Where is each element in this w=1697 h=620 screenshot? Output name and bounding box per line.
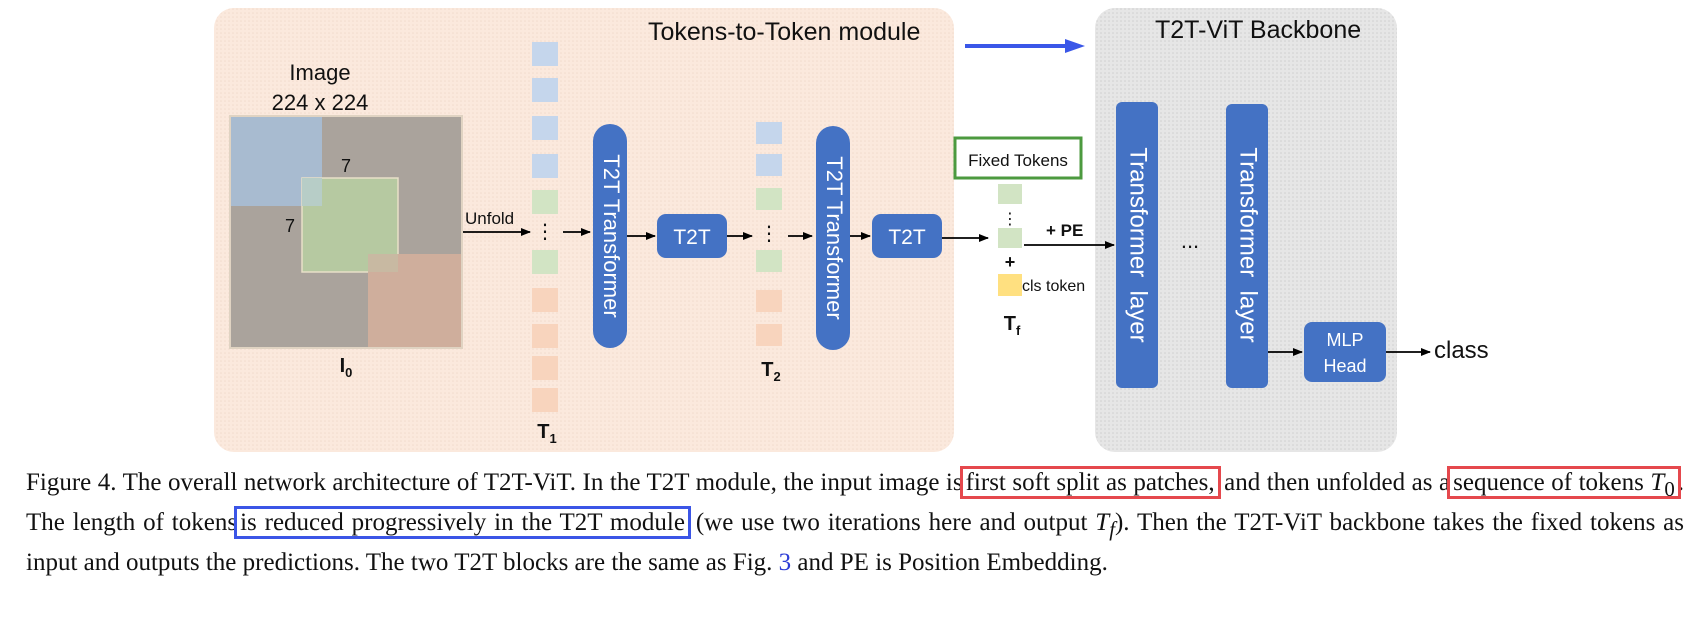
mlp-head <box>1304 322 1386 382</box>
t1-label: T1 <box>537 421 556 446</box>
t2t-block-2 <box>872 214 942 258</box>
t2t-block-label-1: T2T <box>673 226 711 249</box>
t2t-block-label-2: T2T <box>888 226 926 249</box>
fixed-tokens-box <box>953 136 1083 180</box>
svg-text:⋮: ⋮ <box>759 223 779 245</box>
t2t-transformer-label-1: T2T Transformer <box>599 154 624 317</box>
t2-label: T2 <box>761 359 780 384</box>
highlight-soft-split: first soft split as patches, <box>959 466 1221 499</box>
cls-token <box>998 274 1022 296</box>
figure-label: Figure 4. <box>26 469 117 496</box>
cls-token-label: cls token <box>1022 278 1085 295</box>
architecture-figure: Tokens-to-Token module T2T-ViT Backbone … <box>214 8 1489 452</box>
patch-size-left: 7 <box>285 216 295 236</box>
t2t-transformer-label-2: T2T Transformer <box>822 156 847 319</box>
transformer-layer-label-1: Transformer layer <box>1125 147 1152 342</box>
figure-reference-link[interactable]: 3 <box>778 549 792 576</box>
svg-text:⋮: ⋮ <box>1002 211 1018 228</box>
transformer-layer-2 <box>1226 104 1268 388</box>
transformer-layer-label-2: Transformer layer <box>1235 147 1262 342</box>
mlp-head-label-2: Head <box>1323 356 1366 376</box>
mlp-head-label-1: MLP <box>1326 330 1363 350</box>
class-label: class <box>1434 337 1489 364</box>
t2t-module-title: Tokens-to-Token module <box>648 18 920 46</box>
pe-label: + PE <box>1046 221 1083 240</box>
backbone-title: T2T-ViT Backbone <box>1155 16 1361 44</box>
fixed-tokens-label: Fixed Tokens <box>968 151 1068 170</box>
t2-token-column: ⋮ <box>756 122 782 346</box>
highlight-sequence-of-tokens: sequence of tokens T0 <box>1447 466 1681 501</box>
unfold-label: Unfold <box>465 209 514 228</box>
tf-label: Tf <box>1004 313 1021 338</box>
image-label: Image <box>289 60 350 85</box>
input-image <box>229 115 463 349</box>
highlight-reduced-progressively: is reduced progressively in the T2T modu… <box>234 506 691 539</box>
t1-token-column: ⋮ <box>532 42 558 412</box>
svg-text:⋮: ⋮ <box>535 221 555 243</box>
module-transition-arrow <box>965 39 1085 53</box>
transformer-layer-1 <box>1116 102 1158 388</box>
architecture-diagram: Tokens-to-Token module T2T-ViT Backbone … <box>214 8 1489 452</box>
image-size-label: 224 x 224 <box>272 90 369 115</box>
i0-label: I0 <box>340 355 353 380</box>
t2t-block-1 <box>657 214 727 258</box>
plus-sign: + <box>1005 252 1016 272</box>
patch-size-top: 7 <box>341 156 351 176</box>
t2t-transformer-block-1 <box>593 124 627 348</box>
layers-ellipsis: ... <box>1181 228 1199 253</box>
tf-token-column: ⋮ <box>998 184 1022 248</box>
t2t-transformer-block-2 <box>816 126 850 350</box>
figure-caption: Figure 4. The overall network architectu… <box>26 466 1684 576</box>
